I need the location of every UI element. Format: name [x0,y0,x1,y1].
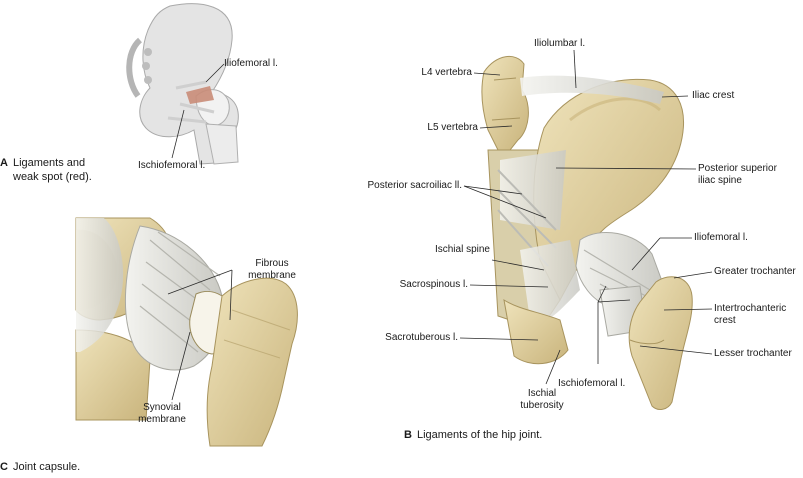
caption-a-letter: A [0,157,8,169]
label-c-synovial-line2: membrane [138,414,186,425]
label-b-iliofemoral: Iliofemoral l. [694,232,748,243]
caption-b: B Ligaments of the hip joint. [404,428,542,442]
label-b-l4-vertebra: L4 vertebra [421,67,472,78]
figure-c-illustration [75,217,298,447]
caption-a-line2: weak spot (red). [13,171,92,183]
caption-a-line1: Ligaments and [12,157,86,169]
figure-a-illustration [126,3,239,165]
label-c-synovial-membrane: Synovial membrane [126,402,198,426]
label-c-fibrous-line1: Fibrous [255,258,289,269]
label-b-psis-line2: iliac spine [698,175,742,186]
caption-c-letter: C [0,461,8,473]
label-b-intertroch-line2: crest [714,315,736,326]
leader-lines [167,49,713,401]
label-c-synovial-line1: Synovial [143,402,181,413]
label-b-intertrochanteric-crest: Intertrochanteric crest [714,303,786,327]
figure-b-illustration [481,56,693,410]
label-b-iliolumbar: Iliolumbar l. [534,38,586,49]
caption-c-text: Joint capsule. [12,461,81,473]
label-b-lesser-trochanter: Lesser trochanter [714,348,792,359]
label-b-ischial-tub-line2: tuberosity [520,400,564,411]
label-b-posterior-sacroiliac: Posterior sacroiliac ll. [367,180,462,191]
caption-b-letter: B [404,429,412,441]
caption-c: C Joint capsule. [0,460,80,474]
label-b-ischial-tub-line1: Ischial [527,388,557,399]
label-c-fibrous-line2: membrane [248,270,296,281]
caption-a: A Ligaments and weak spot (red). [0,156,92,184]
label-b-iliac-crest: Iliac crest [692,90,735,101]
label-b-psis: Posterior superior iliac spine [698,163,777,187]
label-b-ischiofemoral: Ischiofemoral l. [558,378,626,389]
label-a-ischiofemoral: Ischiofemoral l. [138,160,206,171]
caption-b-text: Ligaments of the hip joint. [416,429,543,441]
label-b-sacrospinous: Sacrospinous l. [399,279,468,290]
label-b-greater-trochanter: Greater trochanter [714,266,796,277]
label-b-sacrotuberous: Sacrotuberous l. [385,332,458,343]
label-b-psis-line1: Posterior superior [698,163,777,174]
label-c-fibrous-membrane: Fibrous membrane [236,258,308,282]
label-b-ischial-tuberosity: Ischial tuberosity [506,388,578,412]
label-b-l5-vertebra: L5 vertebra [427,122,478,133]
label-b-ischial-spine: Ischial spine [434,244,490,255]
label-b-intertroch-line1: Intertrochanteric [714,303,787,314]
label-a-iliofemoral: Iliofemoral l. [224,58,278,69]
